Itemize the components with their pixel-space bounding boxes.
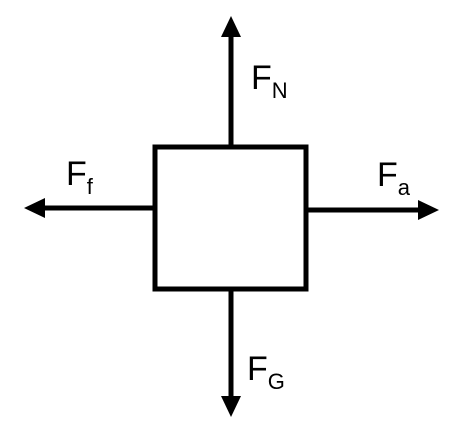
- normal-force-label: FN: [251, 59, 288, 103]
- gravity-force-label: FG: [247, 350, 285, 394]
- friction-force-arrow: [24, 198, 155, 218]
- applied-force-arrow: [306, 200, 439, 220]
- gravity-force-arrow: [221, 289, 241, 417]
- applied-force-label: Fa: [377, 156, 411, 200]
- normal-force-arrow: [221, 16, 241, 147]
- object-block: [152, 144, 309, 292]
- friction-force-label: Ff: [66, 155, 94, 199]
